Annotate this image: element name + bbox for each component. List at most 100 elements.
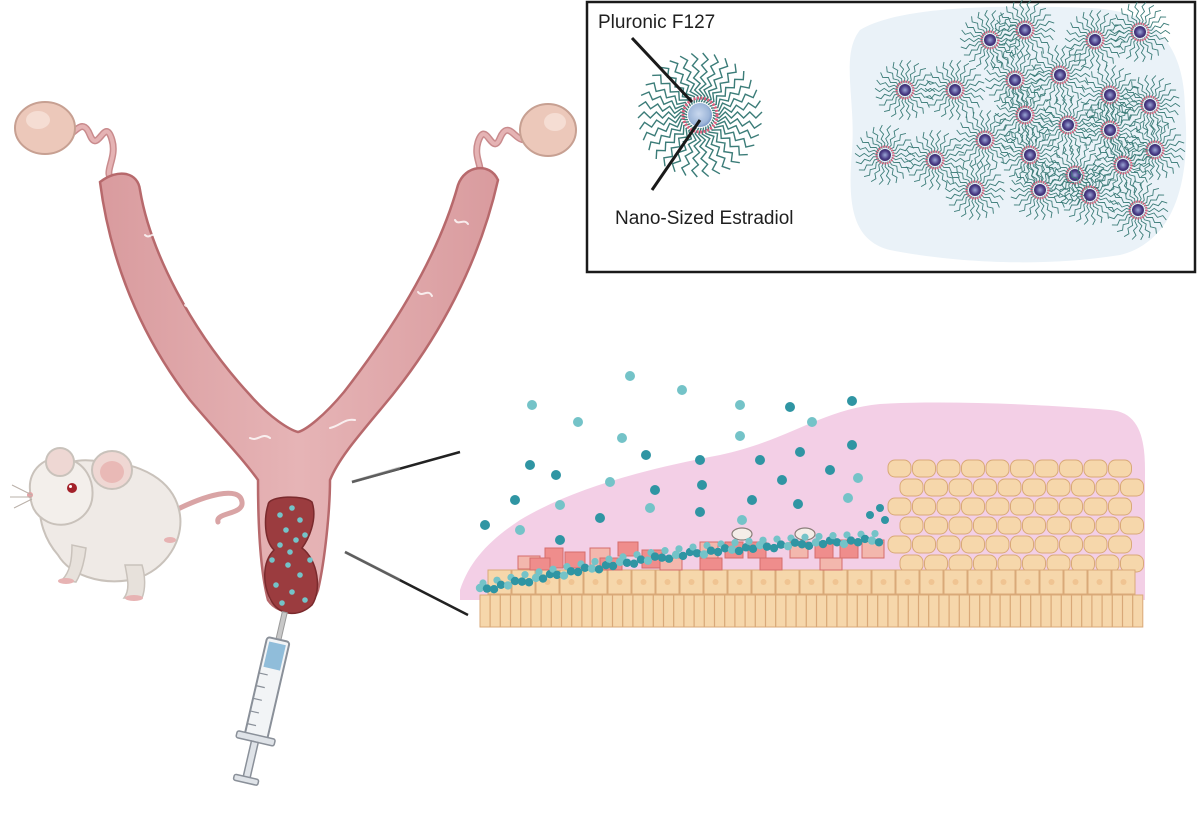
pluronic-chain (1142, 121, 1153, 144)
micelle-shell (1065, 165, 1085, 185)
pluronic-chain (1034, 159, 1041, 184)
pluronic-chain (1123, 216, 1136, 237)
mouse-illustration (10, 447, 245, 601)
pluronic-chain (866, 131, 881, 150)
pluronic-chain (928, 93, 950, 106)
pluronic-chain (889, 132, 907, 151)
pluronic-chain (1145, 16, 1167, 29)
cell-nucleus (1072, 579, 1079, 585)
pluronic-chain (910, 142, 930, 157)
uterus-illustration (14, 101, 577, 614)
pluronic-chain (1019, 57, 1037, 76)
nanoparticle (847, 396, 857, 406)
pluronic-chain (1021, 77, 1046, 83)
micelle-core (969, 184, 981, 196)
nanoparticle (825, 465, 835, 475)
pluronic-chain (648, 121, 690, 151)
squamous-cell (899, 516, 924, 535)
pluronic-chain (1160, 134, 1182, 147)
pluronic-chain (1085, 77, 1105, 92)
pluronic-chain (970, 146, 983, 167)
basal-cell (887, 594, 899, 628)
pluronic-chain (899, 59, 906, 84)
basal-cell (846, 594, 858, 628)
stratified-squamous-epithelium (887, 459, 1144, 573)
pluronic-chain (945, 191, 969, 200)
nanoparticle (657, 553, 667, 562)
pluronic-chain (1146, 22, 1170, 31)
pluronic-chain (1115, 14, 1135, 29)
nanoparticle (641, 450, 651, 460)
micelle-core (1034, 184, 1046, 196)
pluronic-chain (1116, 127, 1141, 133)
pluronic-chain (966, 116, 981, 135)
basal-cell (489, 594, 501, 628)
nanoparticle (846, 536, 856, 545)
nanoparticle (650, 552, 660, 561)
basal-cell (520, 594, 532, 628)
nanoparticle (735, 431, 745, 441)
pluronic-chain (1021, 166, 1036, 185)
squamous-cell (936, 497, 961, 516)
pluronic-chain (925, 91, 949, 100)
pluronic-chain (1108, 211, 1132, 220)
pluronic-chain (977, 196, 988, 219)
basal-cell (734, 594, 746, 628)
pluronic-chain (991, 137, 1016, 143)
basal-cell (1020, 594, 1032, 628)
pluronic-chain (989, 46, 996, 71)
pluronic-chain (639, 114, 688, 130)
basal-cell (1091, 594, 1103, 628)
cell-nucleus (928, 579, 935, 585)
pluronic-chain (1030, 125, 1037, 149)
pluronic-chain (1069, 144, 1076, 169)
pluronic-chain (910, 93, 930, 108)
pluronic-chain (950, 172, 970, 187)
pluronic-chain (988, 83, 1010, 96)
squamous-cell (1083, 497, 1108, 516)
pluronic-chain (1094, 46, 1101, 71)
nanoparticle (807, 417, 817, 427)
pluronic-chain (870, 161, 883, 182)
micelle-core (1104, 89, 1116, 101)
pluronic-chain (1133, 154, 1151, 173)
pluronic-chain (1097, 13, 1110, 34)
nanoparticle (853, 538, 863, 547)
pluronic-chain (1095, 179, 1117, 192)
pluronic-chain (977, 11, 988, 34)
basal-cell (775, 594, 787, 628)
pluronic-chain (876, 79, 899, 89)
pluronic-chain (1144, 200, 1168, 209)
nanoparticle (549, 565, 557, 573)
pluronic-chain (996, 41, 1019, 51)
pluronic-chain (960, 74, 982, 87)
mouse-back-paw (125, 595, 143, 601)
pluronic-chain (711, 119, 760, 139)
nanoparticle (876, 504, 884, 512)
squamous-cell (899, 554, 924, 573)
basal-cell (979, 594, 991, 628)
pluronic-chain (1128, 168, 1148, 183)
pluronic-chain (941, 157, 966, 163)
micelle-core (1009, 74, 1021, 86)
pluronic-chain (907, 96, 918, 119)
squamous-cell (1034, 459, 1059, 478)
basal-cell (510, 594, 522, 628)
pluronic-chain (1030, 14, 1052, 27)
pluronic-chain (1033, 78, 1055, 91)
pluronic-chain (1018, 194, 1036, 213)
cell-nucleus (1048, 579, 1055, 585)
basal-cell (754, 594, 766, 628)
basal-cell (540, 594, 552, 628)
estradiol-label: Nano-Sized Estradiol (615, 208, 793, 229)
pluronic-chain (1161, 151, 1184, 161)
pluronic-chain (1009, 187, 1034, 193)
pluronic-chain (1125, 138, 1138, 159)
pluronic-chain (1065, 177, 1085, 192)
pluronic-chain (1091, 106, 1106, 125)
pluronic-chain (1101, 41, 1124, 51)
squamous-cell (948, 516, 973, 535)
pluronic-chain (1131, 81, 1146, 100)
pluronic-chain (638, 100, 688, 115)
pluronic-chain (1150, 75, 1157, 99)
